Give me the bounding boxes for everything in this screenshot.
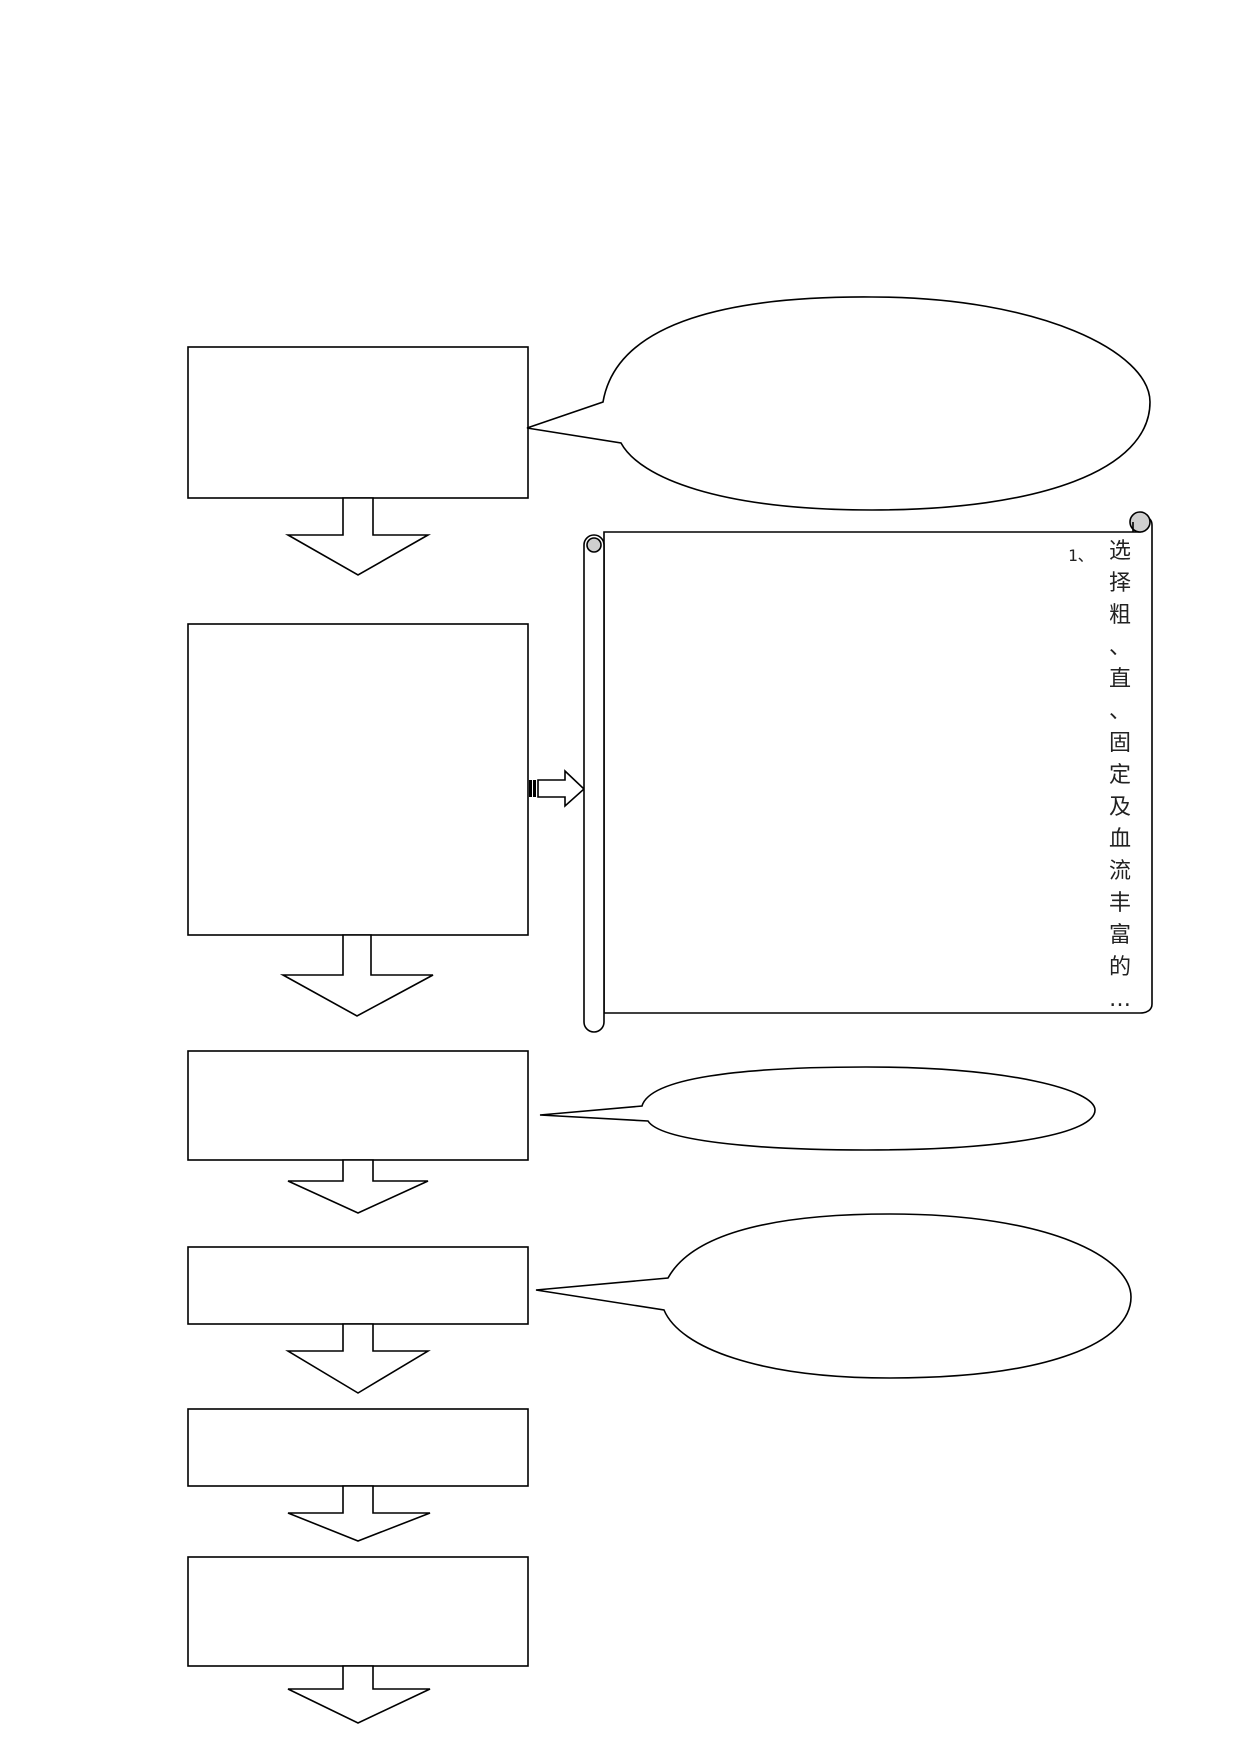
step-6-box (187, 1556, 529, 1667)
step-2-box (187, 623, 529, 936)
step-1-down-arrow (284, 497, 432, 576)
vertical-char: 血 (1108, 827, 1131, 852)
vertical-char: 丰 (1108, 891, 1131, 916)
scroll-item-text: 选择粗、直、固定及血流丰富的… (1098, 536, 1142, 1006)
vertical-char: 直 (1108, 667, 1131, 692)
step-5-box (187, 1408, 529, 1487)
step-1-box (187, 346, 529, 499)
right-arrow-to-scroll (529, 769, 586, 808)
vertical-char: 固 (1108, 731, 1131, 756)
vertical-char: 选 (1108, 539, 1131, 564)
vertical-char: 、 (1108, 635, 1131, 660)
vertical-char: 、 (1108, 699, 1131, 724)
callout-bubble-2 (539, 1066, 1096, 1151)
vertical-char: 及 (1108, 795, 1131, 820)
vertical-char: 流 (1108, 859, 1131, 884)
step-2-down-arrow (279, 934, 434, 1017)
step-4-box (187, 1246, 529, 1325)
callout-bubble-1 (526, 296, 1151, 511)
step-3-down-arrow (287, 1159, 429, 1214)
vertical-char: 富 (1108, 923, 1131, 948)
step-4-down-arrow (285, 1323, 431, 1394)
vertical-char: 粗 (1108, 603, 1131, 628)
scroll-panel (583, 511, 1153, 1033)
scroll-item-number: 1、 (1068, 546, 1094, 565)
step-5-down-arrow (287, 1485, 431, 1542)
vertical-char: … (1109, 987, 1131, 1006)
vertical-char: 择 (1108, 571, 1131, 596)
vertical-char: 定 (1108, 763, 1131, 788)
vertical-char: 的 (1108, 955, 1131, 980)
step-6-down-arrow (287, 1665, 431, 1724)
step-3-box (187, 1050, 529, 1161)
callout-bubble-3 (535, 1213, 1132, 1379)
